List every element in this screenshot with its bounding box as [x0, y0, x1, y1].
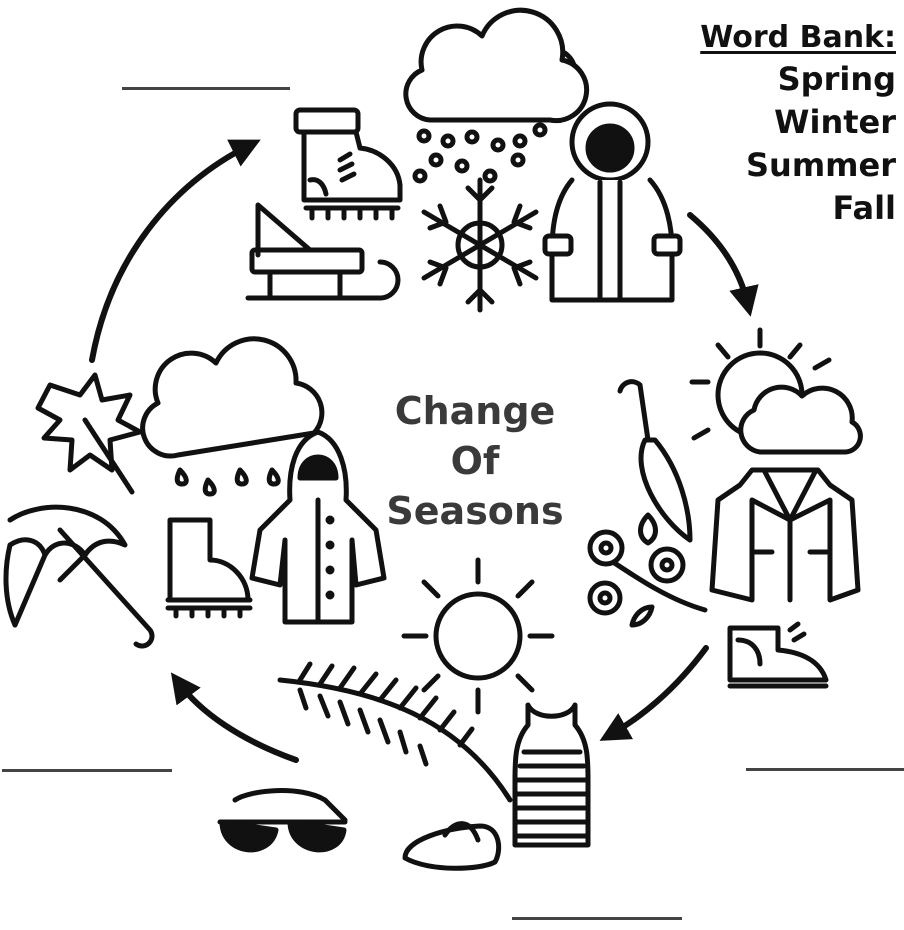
raincoat-icon — [252, 432, 384, 622]
snow-dots — [415, 125, 545, 181]
arrow-winter-to-spring — [690, 215, 748, 305]
closed-umbrella-icon — [620, 382, 690, 540]
umbrella-icon — [6, 507, 152, 646]
winter-group — [248, 10, 680, 310]
snowflake-icon — [424, 180, 536, 310]
rain-cloud-icon — [143, 339, 322, 456]
cloud-icon — [741, 387, 861, 452]
arrow-fall-to-winter — [92, 145, 250, 360]
trench-coat-icon — [712, 470, 858, 600]
snow-boot-icon — [296, 110, 400, 218]
sun-icon — [404, 560, 552, 712]
winter-coat-icon — [545, 104, 680, 300]
arrow-summer-to-fall — [178, 682, 296, 760]
rain-drops — [177, 470, 278, 494]
sneaker-icon — [730, 624, 826, 686]
snow-cloud-icon — [406, 10, 587, 120]
arrow-spring-to-summer — [610, 648, 706, 735]
spring-group — [590, 330, 860, 686]
maple-leaf-icon — [38, 375, 140, 492]
flip-flop-icon — [405, 824, 499, 869]
summer-group — [220, 560, 588, 868]
sunglasses-icon — [220, 791, 345, 850]
rain-boot-icon — [168, 520, 250, 616]
fall-group — [6, 339, 384, 646]
tank-top-icon — [515, 705, 588, 845]
palm-leaf-icon — [280, 664, 510, 800]
